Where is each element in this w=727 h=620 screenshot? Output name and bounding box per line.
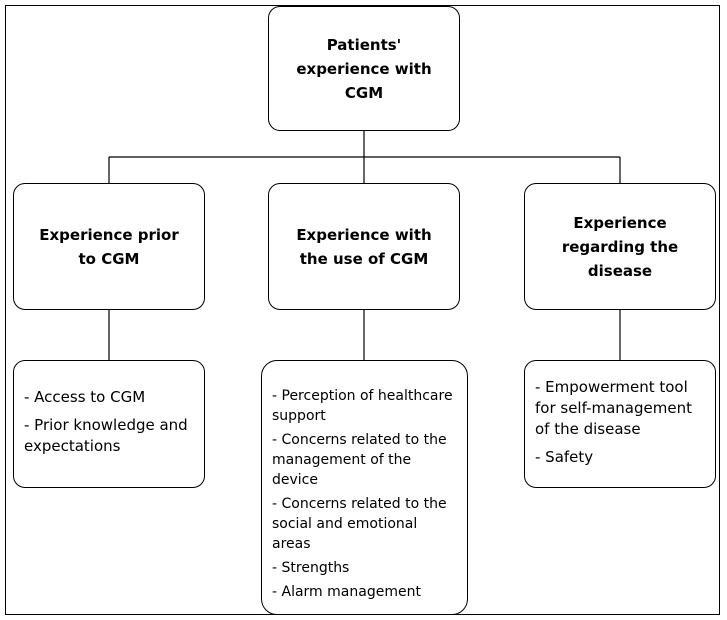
list-item: - Safety: [535, 448, 594, 466]
list-item: - Alarm management: [272, 584, 421, 600]
list-item: - Empowerment tool for self-management o…: [535, 378, 692, 438]
root-node: Patients' experience with CGM: [268, 6, 460, 131]
root-node-label: Patients' experience with CGM: [296, 35, 432, 102]
list-item: - Prior knowledge and expectations: [24, 416, 188, 455]
list-item: - Access to CGM: [24, 388, 146, 406]
list-box-use: - Perception of healthcare support - Con…: [261, 360, 468, 615]
list-box-disease: - Empowerment tool for self-management o…: [524, 360, 716, 488]
branch-node-disease-label: Experience regarding the disease: [561, 213, 679, 280]
branch-node-use-label: Experience with the use of CGM: [296, 225, 432, 268]
branch-node-prior: Experience prior to CGM: [13, 183, 205, 310]
list-item: - Strengths: [272, 560, 350, 576]
list-item: - Concerns related to the management of …: [272, 432, 447, 488]
list-box-prior: - Access to CGM - Prior knowledge and ex…: [13, 360, 205, 488]
branch-node-prior-label: Experience prior to CGM: [39, 225, 179, 268]
branch-node-use: Experience with the use of CGM: [268, 183, 460, 310]
list-item: - Perception of healthcare support: [272, 388, 453, 424]
list-item: - Concerns related to the social and emo…: [272, 496, 447, 552]
branch-node-disease: Experience regarding the disease: [524, 183, 716, 310]
